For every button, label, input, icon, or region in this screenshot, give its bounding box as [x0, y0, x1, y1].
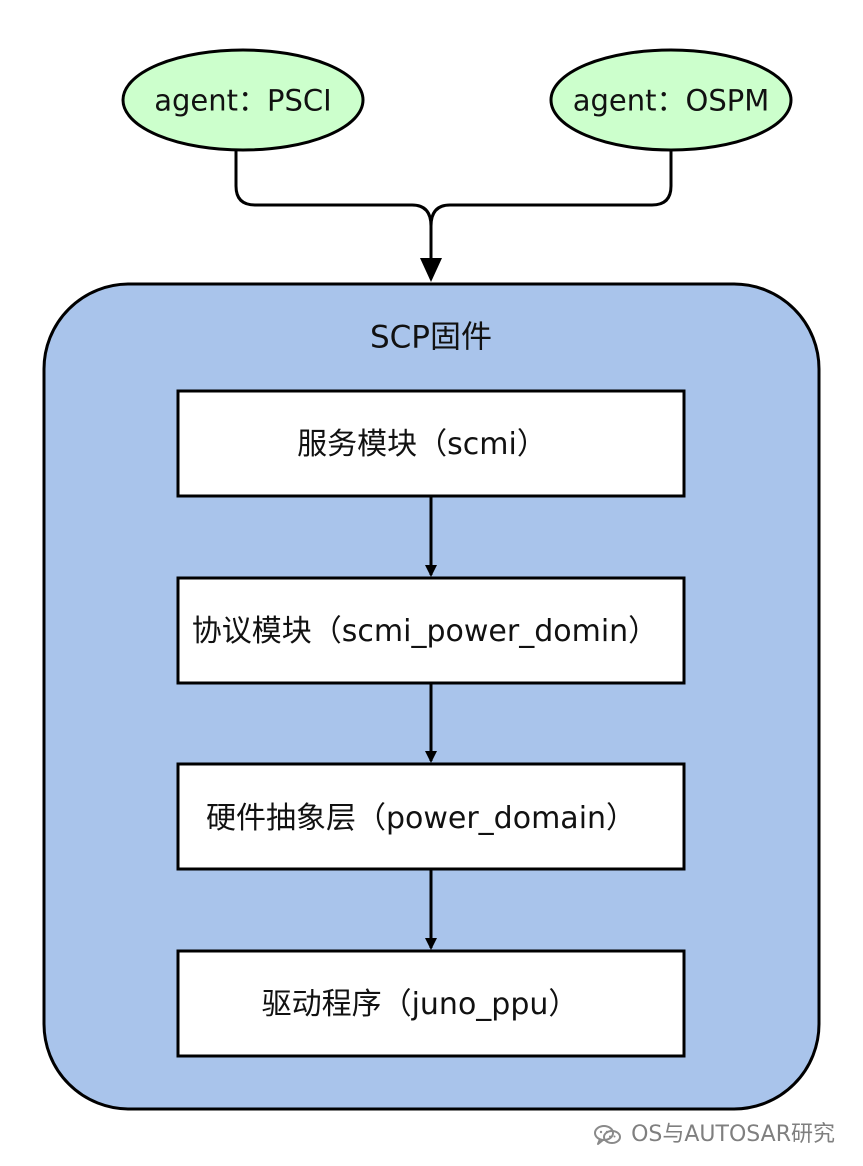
service-module-label: 服务模块（scmi） [297, 427, 547, 462]
protocol-module-label: 协议模块（scmi_power_domin） [191, 614, 659, 649]
protocol-module-box [176, 576, 686, 685]
agent-ospm-ellipse [549, 48, 793, 152]
merge-arrowhead [420, 258, 442, 282]
hardware-abstraction-layer-label: 硬件抽象层（power_domain） [205, 801, 637, 836]
wechat-icon [594, 1125, 622, 1145]
merge-connector-right [429, 150, 673, 227]
agent-psci-ellipse [121, 48, 365, 152]
merge-connector [234, 150, 433, 279]
agent-ospm-label: agent：OSPM [572, 83, 770, 118]
scp-firmware-label: SCP固件 [369, 319, 493, 356]
driver-label: 驱动程序（juno_ppu） [261, 987, 579, 1022]
watermark: OS与AUTOSAR研究 [593, 1124, 835, 1146]
driver-box [176, 949, 686, 1058]
agent-psci-label: agent：PSCI [154, 83, 332, 118]
watermark-text: OS与AUTOSAR研究 [631, 1122, 835, 1147]
hardware-abstraction-layer-box [176, 762, 686, 871]
service-module-box [176, 389, 686, 498]
